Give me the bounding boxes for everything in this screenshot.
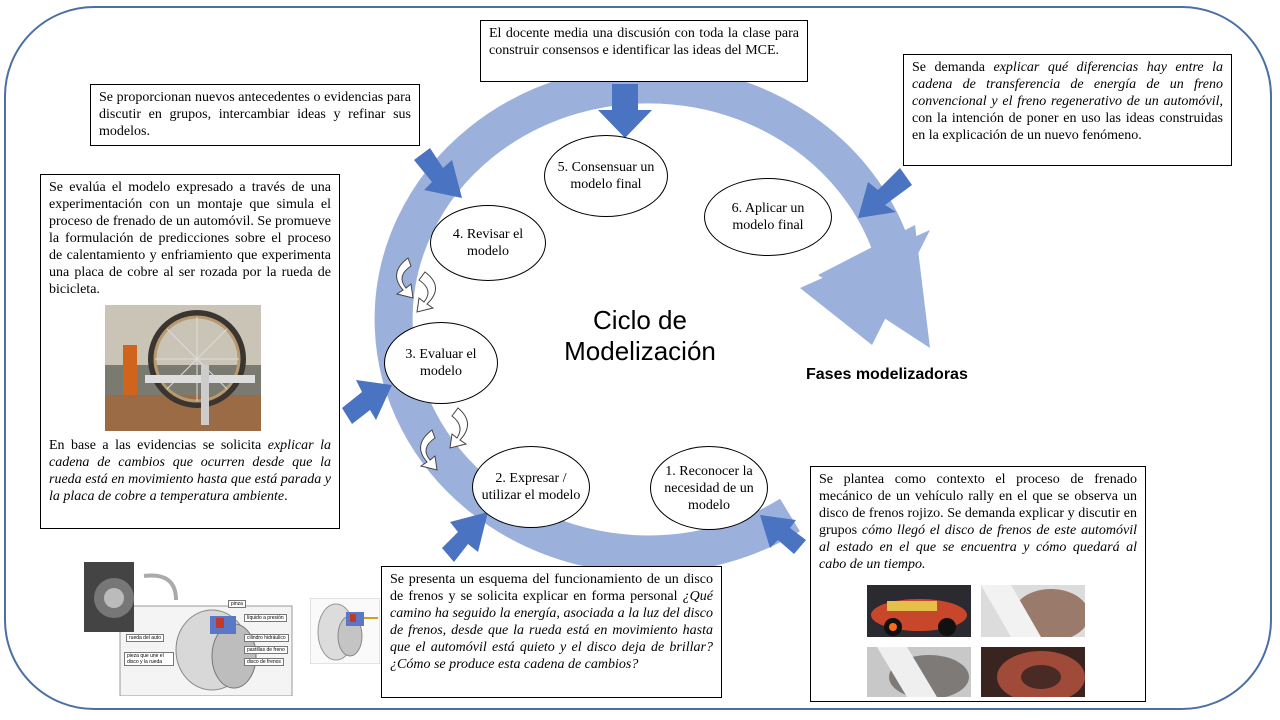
box-phase-1: Se plantea como contexto el proceso de f… bbox=[810, 466, 1146, 703]
cycle-ring bbox=[374, 65, 919, 574]
arrow-top-right bbox=[858, 168, 912, 218]
brake-disc-illustration-2 bbox=[867, 647, 971, 699]
phases-label: Fases modelizadoras bbox=[806, 366, 968, 383]
arrow-top bbox=[598, 84, 652, 138]
phase-5: 5. Consensuar un modelo final bbox=[544, 135, 668, 217]
cycle-title: Ciclo de Modelización bbox=[540, 305, 740, 367]
bicycle-wheel-illustration bbox=[105, 305, 261, 431]
label-rueda: rueda del auto bbox=[126, 634, 164, 642]
brake-disc-illustration-3 bbox=[981, 647, 1085, 703]
ring-arrow-tip bbox=[818, 225, 930, 348]
label-cilindro: cilindro hidráulico bbox=[244, 634, 289, 642]
cycle-title-line-2: Modelización bbox=[564, 336, 716, 366]
phase-2: 2. Expresar / utilizar el modelo bbox=[472, 446, 590, 528]
cycle-title-line-1: Ciclo de bbox=[593, 305, 687, 335]
label-disco: disco de frenos bbox=[244, 658, 284, 666]
curved-arrow-upper-b bbox=[416, 271, 436, 313]
curved-arrow-lower bbox=[449, 407, 468, 449]
box-phase-4: Se proporcionan nuevos antecedentes o ev… bbox=[90, 84, 420, 146]
outer-frame bbox=[4, 6, 1272, 710]
brake-scheme-illustration bbox=[84, 562, 293, 697]
label-pieza: pieza que une el disco y la rueda bbox=[124, 652, 174, 666]
brake-disc-sketch bbox=[309, 597, 381, 665]
curved-arrow-lower-b bbox=[419, 429, 438, 471]
box-phase-3-text: Se evalúa el modelo expresado a través d… bbox=[49, 180, 331, 297]
label-liquido: líquido a presión bbox=[244, 614, 287, 622]
arrow-left bbox=[342, 380, 392, 424]
phase-3: 3. Evaluar el modelo bbox=[384, 322, 498, 404]
curved-arrow-upper bbox=[395, 257, 414, 299]
bicycle-wheel-photo bbox=[105, 305, 261, 431]
box-phase-5: El docente media una discusión con toda … bbox=[480, 20, 808, 82]
brake-scheme: pinza líquido a presión cilindro hidrául… bbox=[84, 562, 294, 697]
brake-disc-photo-3 bbox=[981, 647, 1085, 703]
label-pinza: pinza bbox=[228, 600, 246, 608]
box-phase-6: Se demanda explicar qué diferencias hay … bbox=[903, 54, 1232, 166]
brake-disc-illustration-1 bbox=[981, 585, 1089, 641]
phase-1: 1. Reconocer la necesidad de un modelo bbox=[650, 446, 768, 530]
box-phase-3: Se evalúa el modelo expresado a través d… bbox=[40, 174, 340, 529]
phase-6: 6. Aplicar un modelo final bbox=[704, 178, 832, 256]
phase-4: 4. Revisar el modelo bbox=[430, 205, 546, 281]
arrow-bottom-mid bbox=[442, 512, 488, 562]
rally-car-illustration bbox=[867, 585, 971, 637]
box-phase-2: Se presenta un esquema del funcionamient… bbox=[381, 566, 722, 698]
label-pastillas: pastillas de freno bbox=[244, 646, 288, 654]
box-phase-3-question: En base a las evidencias se solicita exp… bbox=[49, 438, 331, 504]
arrow-bottom-right bbox=[760, 515, 806, 554]
brake-disc-photo-2 bbox=[867, 647, 971, 699]
arrow-upper-left bbox=[414, 148, 462, 198]
brake-disc-photo-1 bbox=[981, 585, 1089, 641]
rally-car-photo bbox=[867, 585, 971, 637]
brake-disc-sketch-illustration bbox=[309, 597, 381, 665]
